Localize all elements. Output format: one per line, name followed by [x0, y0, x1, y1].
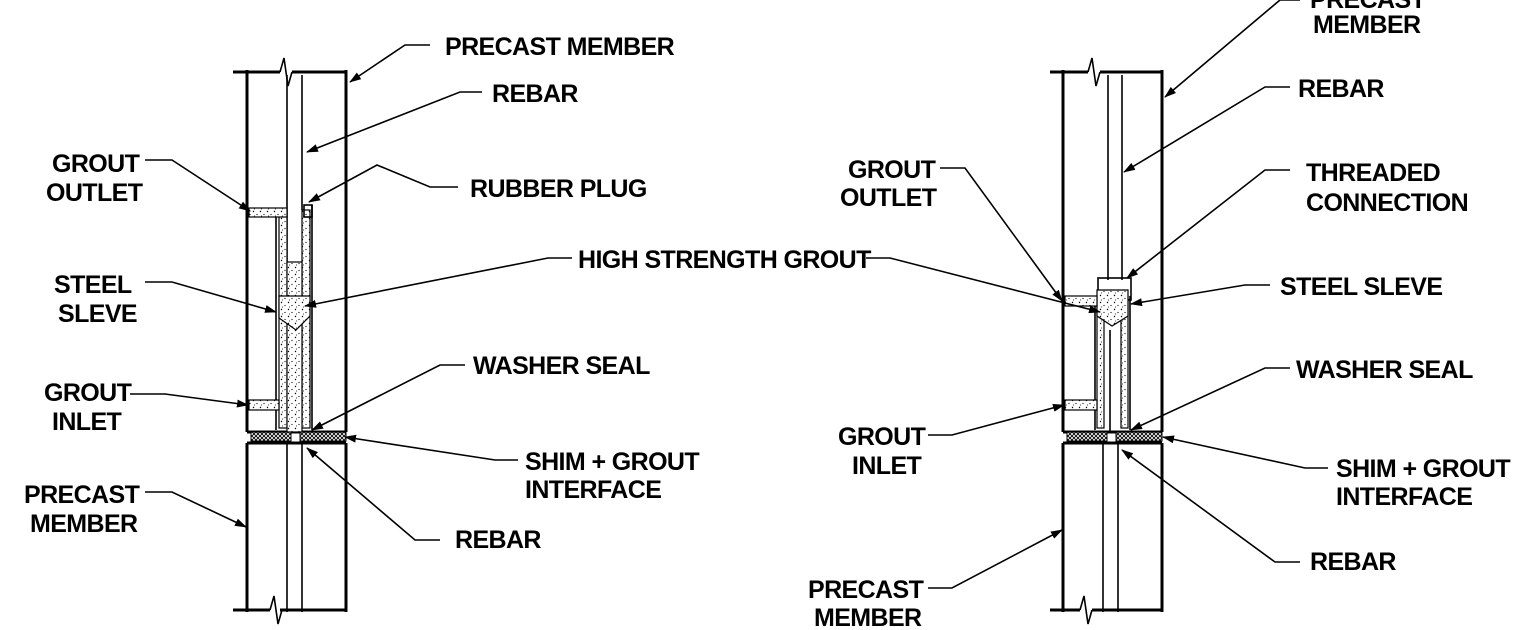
leader-right-precast-member-top	[1164, 0, 1300, 98]
left-rubber-plug-shape	[303, 204, 313, 218]
leader-left-grout-outlet	[145, 159, 251, 212]
label-right-precast-member-top-line2: MEMBER	[1313, 11, 1421, 39]
right-top-break-mark	[1087, 57, 1101, 87]
left-grout-outlet-port	[248, 207, 288, 218]
left-connection-detail	[233, 57, 348, 625]
label-right-shim-grout-line2: INTERFACE	[1336, 483, 1472, 511]
label-left-rubber-plug: RUBBER PLUG	[470, 175, 647, 203]
leader-left-washer-seal	[311, 364, 465, 431]
leader-lines	[130, 0, 1328, 589]
right-lower-precast-member	[1050, 441, 1164, 625]
leader-left-precast-member-bottom	[145, 491, 247, 528]
right-upper-precast-member	[1050, 57, 1164, 434]
right-steel-sleeve	[1064, 277, 1132, 432]
label-left-grout-inlet-line1: GROUT	[44, 379, 132, 407]
label-left-rebar-bottom: REBAR	[455, 526, 541, 554]
label-left-grout-inlet-line2: INLET	[52, 408, 122, 436]
right-grout-inlet-port	[1064, 399, 1098, 411]
label-left-grout-outlet-line2: OUTLET	[46, 179, 143, 207]
leader-left-high-strength-grout	[304, 257, 572, 308]
leader-right-rebar-bottom	[1121, 449, 1300, 563]
right-bottom-break-mark	[1079, 595, 1093, 625]
left-bottom-break-mark	[269, 595, 283, 625]
left-shim-seal-right	[299, 431, 347, 442]
label-right-grout-outlet-line1: GROUT	[848, 156, 936, 184]
leader-right-grout-outlet	[940, 167, 1063, 302]
left-shim-seal-left	[250, 431, 292, 442]
leader-left-precast-member-top	[349, 44, 430, 83]
right-grout-outlet-port	[1064, 295, 1098, 307]
leader-left-rebar-top	[306, 91, 482, 153]
right-connection-detail	[1050, 57, 1164, 625]
label-right-threaded-connection-line2: CONNECTION	[1306, 189, 1468, 217]
label-left-steel-sleeve-line2: SLEVE	[58, 300, 137, 328]
right-shim-seal-left	[1066, 431, 1108, 442]
leader-left-grout-inlet	[130, 393, 249, 408]
leader-right-grout-inlet	[928, 403, 1065, 436]
label-left-washer-seal: WASHER SEAL	[473, 352, 650, 380]
label-right-precast-member-top-line1: PRECAST	[1310, 0, 1426, 14]
leader-right-high-strength-grout	[866, 257, 1101, 314]
left-rebar-upper	[286, 75, 303, 265]
leader-left-rebar-bottom	[306, 447, 440, 541]
label-right-grout-outlet-line2: OUTLET	[840, 184, 937, 212]
label-left-precast-member-top: PRECAST MEMBER	[445, 33, 675, 61]
label-left-shim-grout-line1: SHIM + GROUT	[525, 448, 699, 476]
label-left-precast-member-bottom-line1: PRECAST	[24, 481, 140, 509]
label-left-steel-sleeve-line1: STEEL	[54, 271, 132, 299]
left-top-break-mark	[279, 57, 293, 87]
label-right-washer-seal: WASHER SEAL	[1296, 356, 1473, 384]
label-right-threaded-connection-line1: THREADED	[1306, 159, 1440, 187]
leader-right-steel-sleeve	[1130, 284, 1270, 307]
left-steel-sleeve	[248, 204, 313, 433]
leader-right-washer-seal	[1130, 367, 1290, 431]
right-shim-seal-right	[1115, 431, 1163, 442]
label-high-strength-grout: HIGH STRENGTH GROUT	[578, 246, 871, 274]
leader-right-rebar-top	[1123, 86, 1290, 173]
label-right-grout-inlet-line2: INLET	[852, 452, 922, 480]
leader-left-rubber-plug	[308, 164, 458, 203]
left-grout-inlet-port	[248, 399, 280, 411]
right-rebar-upper	[1107, 75, 1123, 280]
leader-right-threaded-connection	[1126, 169, 1290, 279]
label-right-grout-inlet-line1: GROUT	[838, 423, 926, 451]
label-right-rebar-bottom: REBAR	[1310, 548, 1396, 576]
labels: PRECAST MEMBER REBAR GROUT OUTLET RUBBER…	[24, 0, 1511, 630]
leader-left-steel-sleeve	[145, 281, 277, 313]
left-lower-precast-member	[233, 441, 348, 625]
leader-right-precast-member-bottom	[928, 529, 1063, 589]
label-left-shim-grout-line2: INTERFACE	[525, 476, 661, 504]
label-right-precast-member-bottom-line1: PRECAST	[808, 576, 924, 604]
label-right-precast-member-bottom-line2: MEMBER	[814, 604, 922, 630]
label-left-precast-member-bottom-line2: MEMBER	[30, 510, 138, 538]
label-right-rebar-top: REBAR	[1298, 75, 1384, 103]
leader-left-shim-grout	[344, 434, 518, 461]
label-right-shim-grout-line1: SHIM + GROUT	[1336, 455, 1510, 483]
label-right-steel-sleeve: STEEL SLEVE	[1280, 273, 1442, 301]
label-left-grout-outlet-line1: GROUT	[52, 150, 140, 178]
leader-right-shim-grout	[1162, 435, 1328, 469]
label-left-rebar-top: REBAR	[492, 80, 578, 108]
